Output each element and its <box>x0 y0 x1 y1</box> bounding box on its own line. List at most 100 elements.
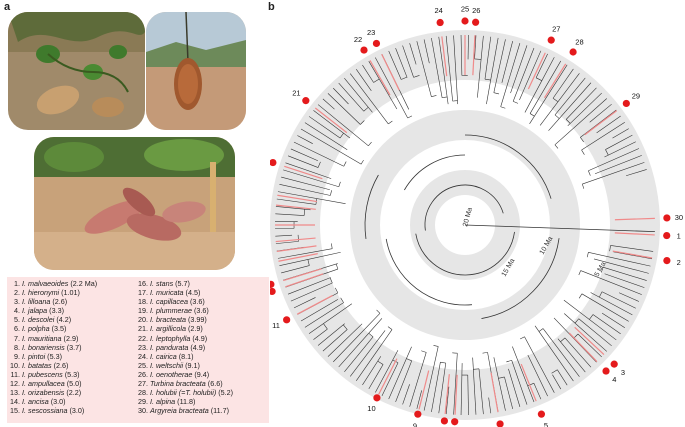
tip-branch <box>290 148 319 161</box>
node-arc <box>338 181 341 187</box>
tip-branch <box>613 251 653 260</box>
highlight-branch <box>614 232 655 236</box>
node-arc <box>431 95 437 97</box>
panel-label-a: a <box>4 1 11 13</box>
highlight-branch <box>278 253 318 262</box>
node-arc <box>482 352 488 354</box>
tip-branch <box>512 47 535 102</box>
legend-item-number: 4. <box>14 306 20 316</box>
legend-item-species: I. plummerae <box>150 306 192 316</box>
tip-branch <box>557 369 568 386</box>
tip-branch <box>472 357 477 415</box>
legend-item: 26.I. oenotherae (9.4) <box>135 370 233 379</box>
legend-item-number: 6. <box>14 324 20 334</box>
tip-branch <box>564 337 592 368</box>
tip-branch <box>612 128 629 139</box>
legend-item-number: 2. <box>14 288 20 298</box>
legend-item: 2.I. hieronymi (1.01) <box>7 288 97 297</box>
tip-branch <box>355 69 372 92</box>
tip-branch <box>388 50 402 80</box>
legend-item-species: I. mauritiana <box>22 333 62 343</box>
legend-item-age: (9.4) <box>192 369 210 379</box>
marker-dot <box>663 231 671 240</box>
tip-branch <box>317 104 369 147</box>
tip-branch <box>279 184 331 196</box>
legend-item-age: (5.0) <box>64 379 82 389</box>
node-arc <box>586 252 589 258</box>
legend-item-number: 11. <box>10 369 20 379</box>
legend-item-number: 21. <box>138 324 148 334</box>
node-arc <box>582 183 585 189</box>
tip-branch <box>313 110 351 139</box>
tip-branch <box>504 376 514 409</box>
tip-branch <box>548 82 592 131</box>
legend-item: 1.I. malvaeoides (2.2 Ma) <box>7 279 97 288</box>
tip-branch <box>368 364 384 390</box>
tip-branch <box>300 299 339 322</box>
tip-branch <box>313 328 328 340</box>
node-arc <box>407 115 413 119</box>
node-arc <box>340 297 344 303</box>
tip-branch <box>275 241 299 244</box>
tip-branch <box>287 277 331 295</box>
tip-branch <box>349 330 386 377</box>
tip-branch <box>304 122 348 150</box>
legend-item-number: 10. <box>10 360 20 370</box>
node-arc <box>317 161 321 168</box>
legend-item: 4.I. jalapa (3.3) <box>7 306 97 315</box>
legend-item-age: (8.1) <box>176 351 194 361</box>
tip-branch <box>567 92 602 127</box>
tip-branch <box>431 37 443 98</box>
tip-branch <box>322 98 335 110</box>
tip-branch <box>484 36 492 80</box>
marker-dot <box>436 18 444 27</box>
tip-branch <box>529 64 568 124</box>
legend-item: 24.I. cairica (8.1) <box>135 352 233 361</box>
node-arc <box>529 113 535 117</box>
tip-branch <box>438 36 449 105</box>
marker-label: 26 <box>472 6 480 15</box>
legend-item: 22.I. leptophylla (4.9) <box>135 334 233 343</box>
highlight-branch <box>378 358 398 395</box>
tip-branch <box>279 251 341 266</box>
legend-item-age: (9.1) <box>183 360 200 370</box>
tip-branch <box>511 360 528 405</box>
tip-branch <box>477 35 484 98</box>
legend-item-species: I. muricata <box>150 288 184 298</box>
legend-item-species: I. descolei <box>22 315 55 325</box>
legend-item-species: I. cairica <box>150 351 177 361</box>
legend-item-age: (2.2) <box>64 388 82 398</box>
tip-branch <box>460 363 463 415</box>
marker-dot <box>569 48 577 56</box>
marker-label: 10 <box>367 404 375 413</box>
tip-branch <box>375 57 408 119</box>
tip-branch <box>277 191 346 204</box>
node-arc <box>551 369 558 374</box>
legend-item: 6.I. polpha (3.5) <box>7 324 97 333</box>
highlight-branch <box>296 294 333 315</box>
tip-branch <box>416 41 432 97</box>
node-arc <box>368 141 372 146</box>
species-legend: 1.I. malvaeoides (2.2 Ma)2.I. hieronymi … <box>7 277 269 423</box>
highlight-branch <box>275 237 316 243</box>
marker-dot <box>663 214 671 222</box>
node-arc <box>330 190 332 196</box>
photo-sweet-potatoes <box>34 137 235 270</box>
tip-branch <box>431 362 441 413</box>
tip-branch <box>375 350 399 393</box>
legend-item: 7.I. mauritiana (2.9) <box>7 334 97 343</box>
tip-branch <box>601 291 636 309</box>
legend-item-number: 25. <box>138 360 148 370</box>
tip-branch <box>593 258 649 274</box>
tip-branch <box>486 37 499 105</box>
legend-item-species: I. lilloana <box>22 297 51 307</box>
tip-branch <box>333 87 349 105</box>
marker-dot <box>610 360 618 368</box>
legend-item: 13.I. orizabensis (2.2) <box>7 388 97 397</box>
legend-item-species: I. alpina <box>150 397 176 407</box>
tip-branch <box>327 323 363 357</box>
node-arc <box>343 161 347 167</box>
legend-item-species: I. hieronymi <box>22 288 60 298</box>
legend-item: 14.I. ancisa (3.0) <box>7 397 97 406</box>
tip-branch <box>275 213 305 216</box>
